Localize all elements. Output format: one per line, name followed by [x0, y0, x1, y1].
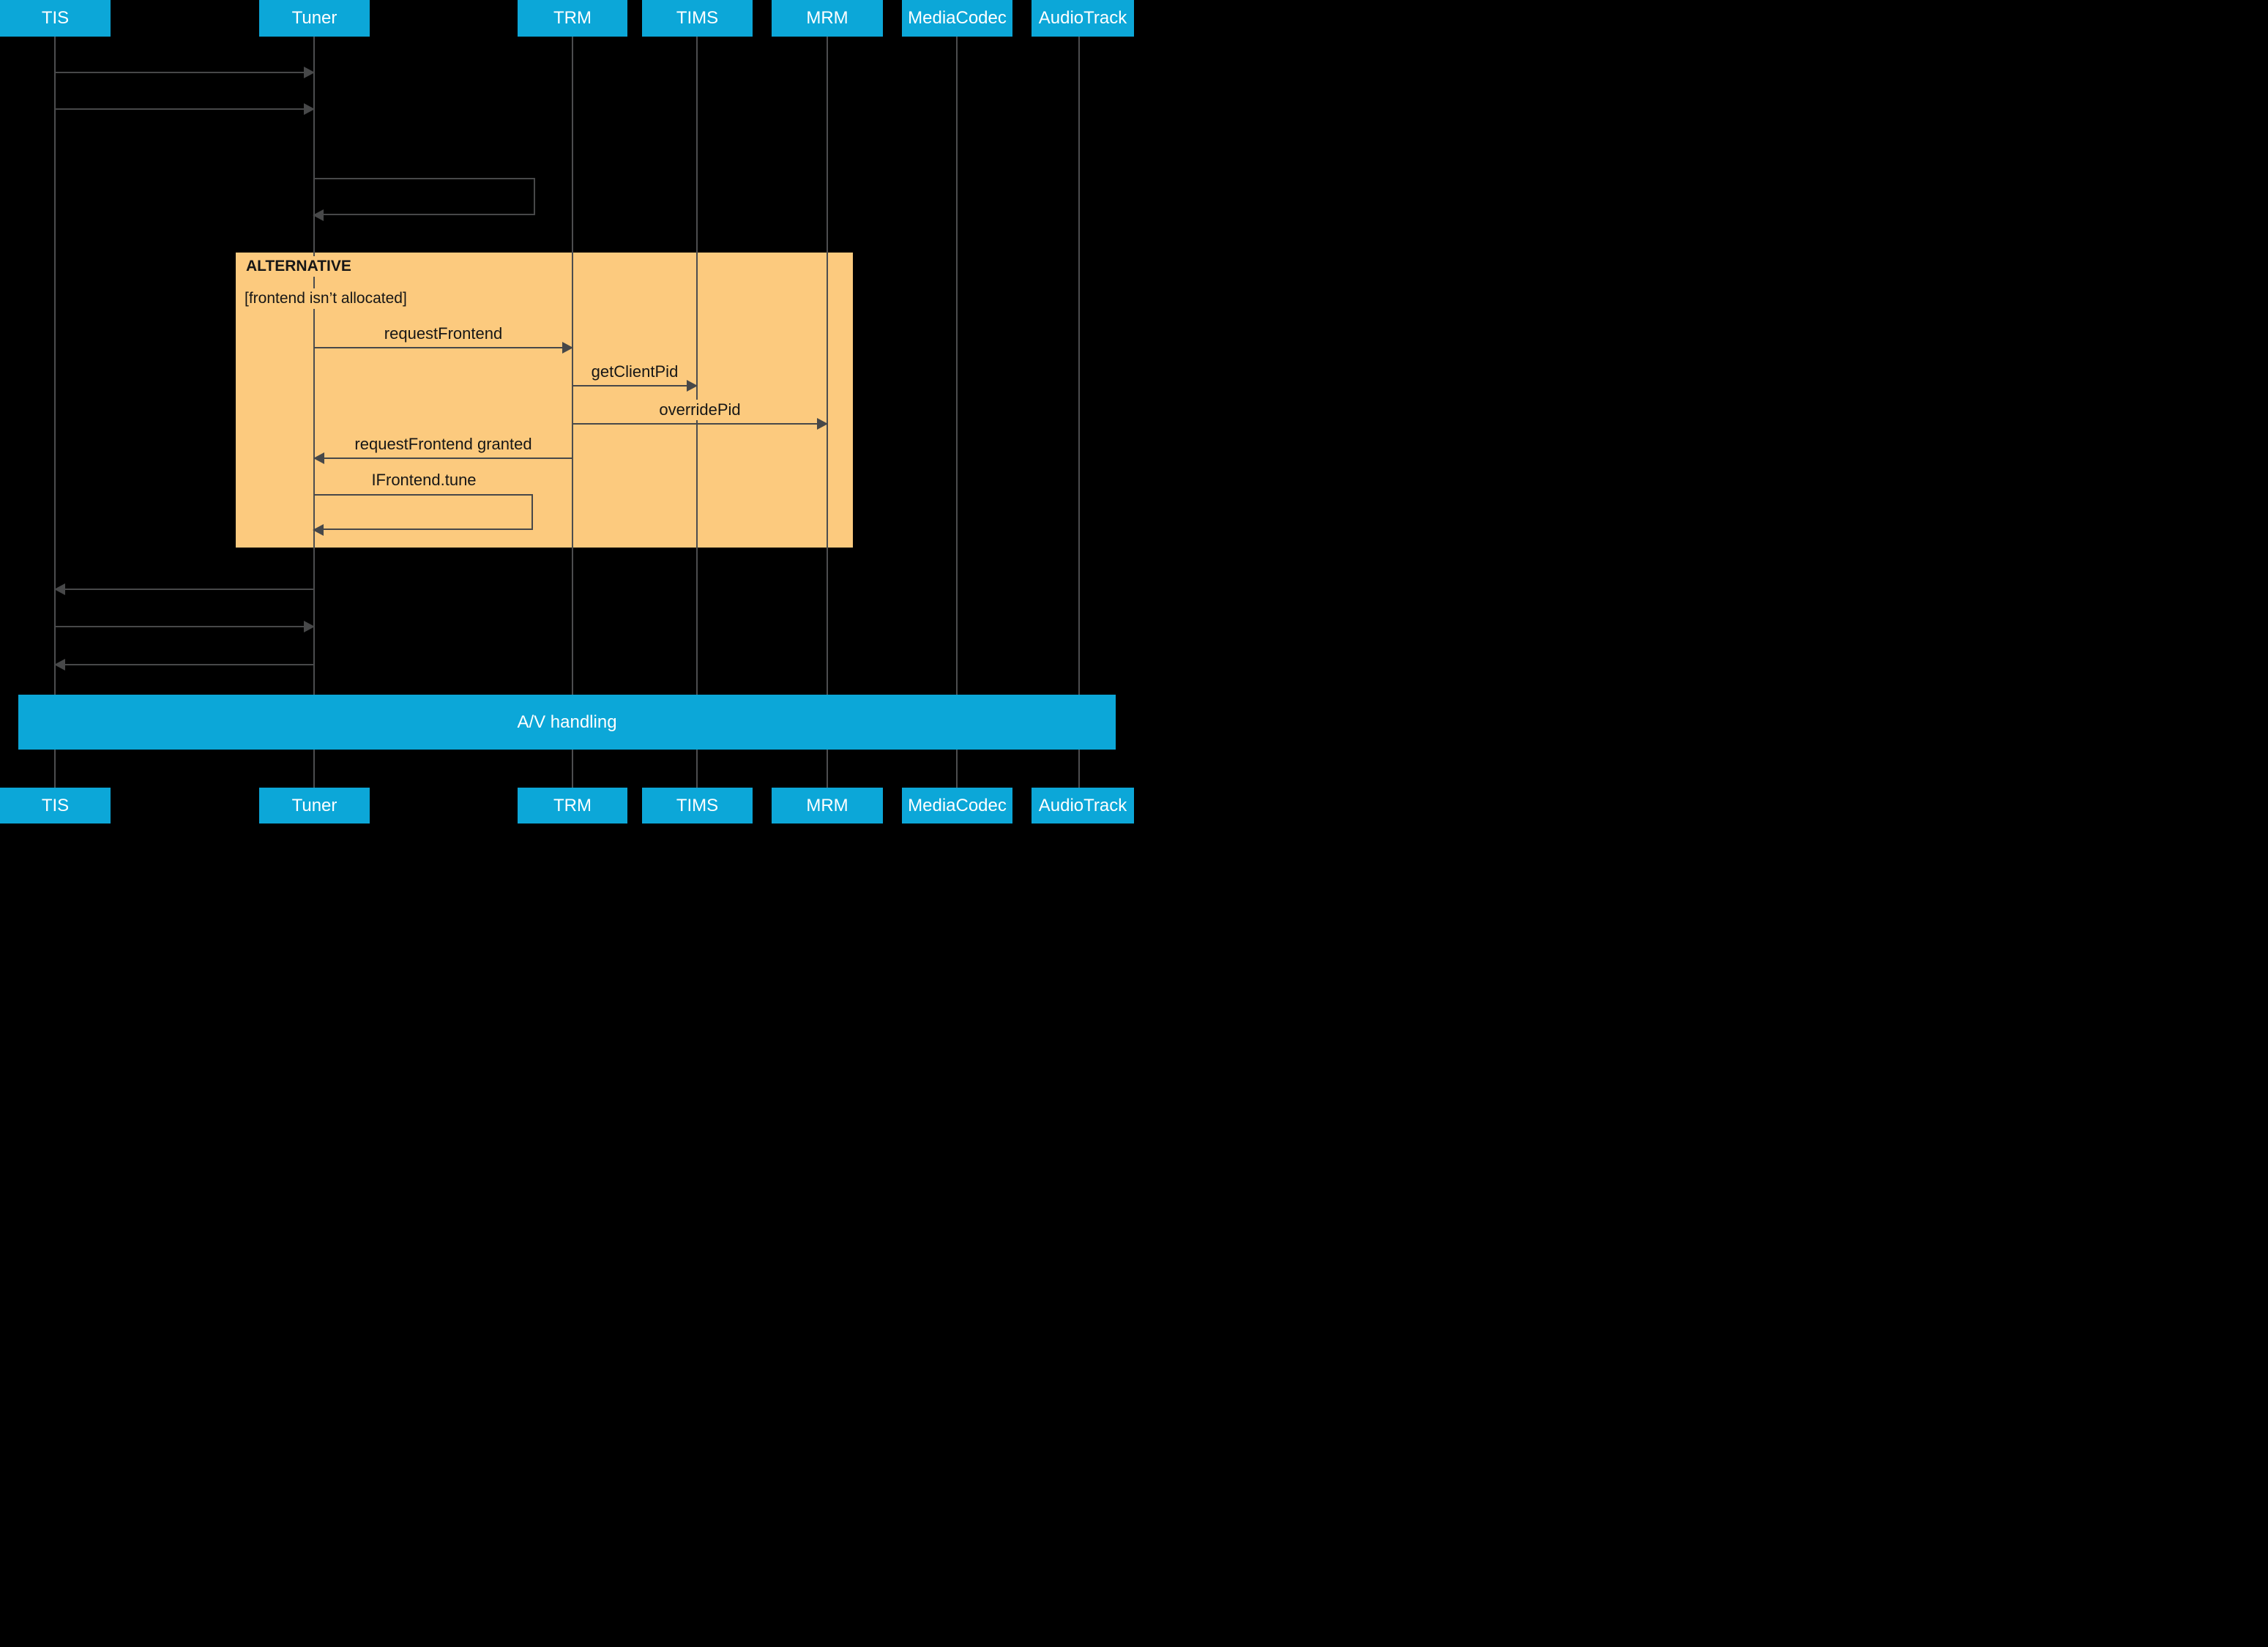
participant-bottom-trm: TRM [518, 788, 627, 824]
participant-bottom-mediacodec: MediaCodec [902, 788, 1012, 824]
message-label-override-pid: overridePid [572, 400, 827, 420]
participant-top-audiotrack: AudioTrack [1032, 0, 1134, 37]
message-arrow-tis-to-tuner-3 [55, 621, 315, 632]
lifeline-audiotrack [1078, 37, 1080, 788]
message-arrow-get-client-pid [572, 380, 698, 392]
message-label-text: getClientPid [586, 362, 683, 382]
lifeline-trm [572, 37, 573, 788]
lifeline-mediacodec [956, 37, 958, 788]
participant-bottom-tims: TIMS [642, 788, 753, 824]
message-label-ifrontend-tune: IFrontend.tune [314, 470, 534, 490]
message-label-text: overridePid [654, 400, 745, 420]
participant-top-tis: TIS [0, 0, 111, 37]
alt-fragment-title: ALTERNATIVE [246, 256, 356, 277]
av-handling-bar: A/V handling [18, 695, 1116, 750]
message-arrow-override-pid [572, 418, 828, 430]
message-label-text: requestFrontend [379, 324, 507, 344]
message-label-text: IFrontend.tune [367, 470, 481, 490]
participant-top-trm: TRM [518, 0, 627, 37]
participant-top-mrm: MRM [772, 0, 883, 37]
participant-bottom-tuner: Tuner [259, 788, 370, 824]
message-arrow-request-frontend-granted [313, 452, 572, 464]
message-arrow-request-frontend [314, 342, 573, 354]
message-arrow-tuner-to-tis-1 [54, 583, 314, 595]
alt-fragment-guard: [frontend isn’t allocated] [242, 288, 413, 309]
participant-bottom-tis: TIS [0, 788, 111, 824]
participant-top-tims: TIMS [642, 0, 753, 37]
participant-bottom-mrm: MRM [772, 788, 883, 824]
participant-bottom-audiotrack: AudioTrack [1032, 788, 1134, 824]
participant-top-tuner: Tuner [259, 0, 370, 37]
message-arrow-tuner-to-tis-2 [54, 659, 314, 671]
participant-top-mediacodec: MediaCodec [902, 0, 1012, 37]
message-label-text: requestFrontend granted [350, 434, 537, 455]
message-arrow-tis-to-tuner-2 [55, 103, 315, 115]
message-label-get-client-pid: getClientPid [572, 362, 697, 382]
message-label-request-frontend-granted: requestFrontend granted [314, 434, 572, 455]
lifeline-mrm [827, 37, 828, 788]
lifeline-tis [54, 37, 56, 788]
message-label-request-frontend: requestFrontend [314, 324, 572, 344]
message-arrow-tis-to-tuner-1 [55, 67, 315, 78]
self-message-ifrontend-tune [313, 494, 533, 536]
lifeline-tuner [313, 37, 315, 788]
self-message-tuner [313, 178, 535, 221]
sequence-diagram: TIS Tuner TRM TIMS MRM MediaCodec AudioT… [0, 0, 1134, 824]
